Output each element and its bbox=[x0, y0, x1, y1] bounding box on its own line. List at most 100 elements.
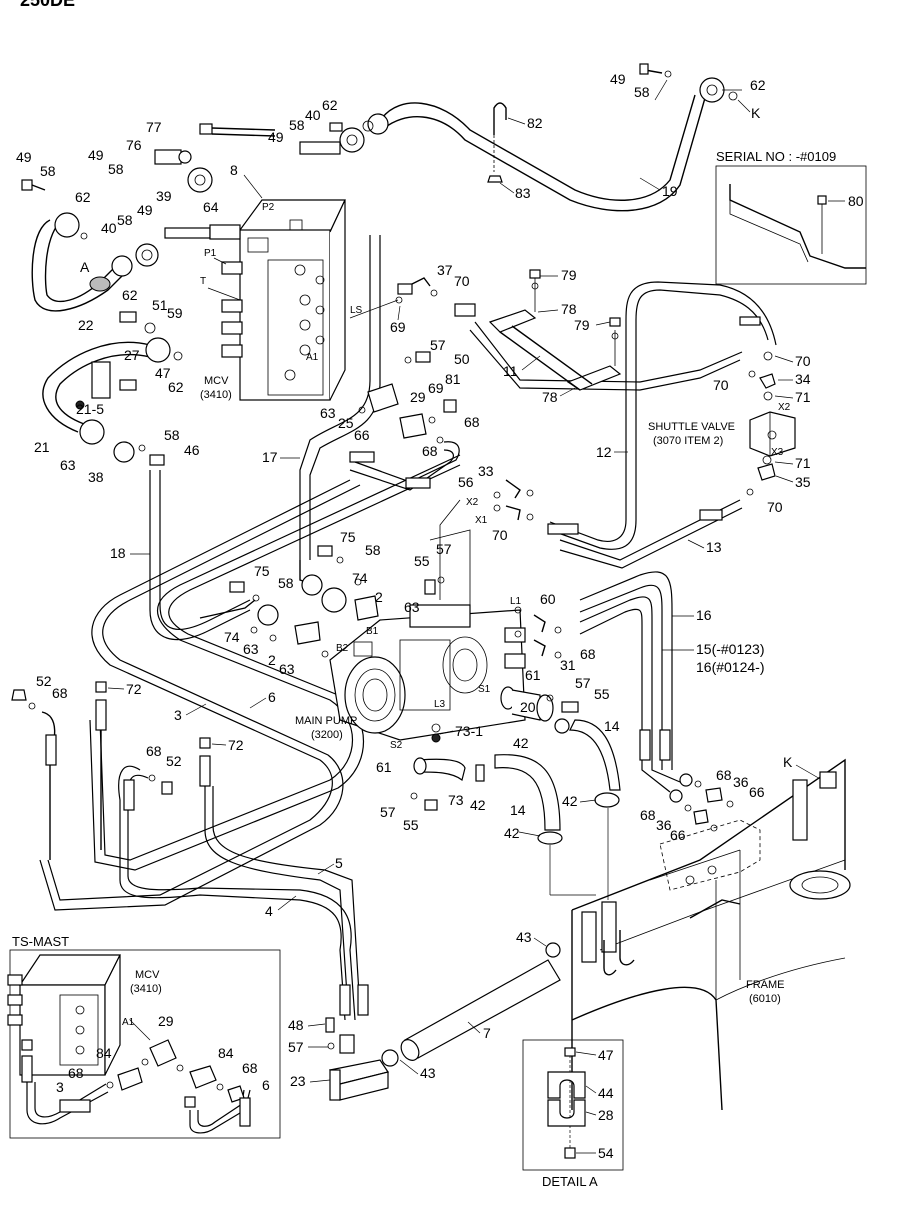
callout-58-d: 58 bbox=[117, 212, 133, 228]
callout-62-top: 62 bbox=[750, 77, 766, 93]
ts-callout-6: 6 bbox=[262, 1077, 270, 1093]
callout-46: 46 bbox=[184, 442, 200, 458]
callout-16-b: 16(#0124-) bbox=[696, 659, 765, 675]
callout-16-a: 16 bbox=[696, 607, 712, 623]
shuttle-port-x3: X3 bbox=[771, 447, 784, 458]
callout-68-g: 68 bbox=[464, 414, 480, 430]
pump-fittings bbox=[199, 479, 562, 659]
left-fittings bbox=[11, 681, 369, 1021]
callout-55-a: 55 bbox=[414, 553, 430, 569]
ts-mast-title: TS-MAST bbox=[12, 934, 69, 949]
callout-11: 11 bbox=[503, 363, 518, 379]
callout-77: 77 bbox=[146, 119, 162, 135]
callout-66-b: 66 bbox=[670, 827, 686, 843]
callout-58-a: 58 bbox=[40, 163, 56, 179]
callout-3: 3 bbox=[174, 707, 182, 723]
callout-50: 50 bbox=[454, 351, 470, 367]
detail-callout-47: 47 bbox=[598, 1047, 614, 1063]
pump-port-s1: S1 bbox=[478, 684, 491, 695]
mcv-name: MCV bbox=[204, 375, 229, 387]
callout-42-c: 42 bbox=[562, 793, 578, 809]
callout-k-frame: K bbox=[783, 754, 793, 770]
callout-23: 23 bbox=[290, 1073, 306, 1089]
callout-52-b: 52 bbox=[166, 753, 182, 769]
pipe-19 bbox=[367, 63, 738, 212]
shuttle-name: SHUTTLE VALVE bbox=[648, 421, 735, 433]
callout-42-d: 42 bbox=[504, 825, 520, 841]
ts-callout-3: 3 bbox=[56, 1079, 64, 1095]
ts-callout-68-a: 68 bbox=[68, 1065, 84, 1081]
callout-40-d: 40 bbox=[101, 220, 117, 236]
ts-mast-inset bbox=[7, 949, 281, 1139]
callout-78-b: 78 bbox=[542, 389, 558, 405]
callout-68-f: 68 bbox=[640, 807, 656, 823]
callout-27: 27 bbox=[124, 347, 140, 363]
callout-52-a: 52 bbox=[36, 673, 52, 689]
callout-38: 38 bbox=[88, 469, 104, 485]
callout-56: 56 bbox=[458, 474, 474, 490]
callout-69-b: 69 bbox=[428, 380, 444, 396]
callout-79-a: 79 bbox=[561, 267, 577, 283]
ts-mast-a1: A1 bbox=[122, 1017, 135, 1028]
callout-58-g: 58 bbox=[278, 575, 294, 591]
mcv-code: (3410) bbox=[200, 389, 232, 401]
callout-40-c: 40 bbox=[305, 107, 321, 123]
detail-callout-54: 54 bbox=[598, 1145, 614, 1161]
serial-part-callout: 80 bbox=[848, 193, 864, 209]
pump-code: (3200) bbox=[311, 729, 343, 741]
callout-39: 39 bbox=[156, 188, 172, 204]
callout-49-top: 49 bbox=[610, 71, 626, 87]
callout-64: 64 bbox=[203, 199, 219, 215]
callout-61-a: 61 bbox=[525, 667, 541, 683]
callout-49-d: 49 bbox=[137, 202, 153, 218]
mid-fittings bbox=[349, 351, 460, 491]
shuttle-code: (3070 ITEM 2) bbox=[653, 435, 723, 447]
callout-42-b: 42 bbox=[470, 797, 486, 813]
serial-title: SERIAL NO : -#0109 bbox=[716, 149, 836, 164]
callout-69-a: 69 bbox=[390, 319, 406, 335]
callout-14-b: 14 bbox=[510, 802, 526, 818]
callout-58-e: 58 bbox=[164, 427, 180, 443]
callout-62-a: 62 bbox=[75, 189, 91, 205]
ts-callout-84-a: 84 bbox=[96, 1045, 112, 1061]
callout-55-c: 55 bbox=[403, 817, 419, 833]
callout-70-a: 70 bbox=[454, 273, 470, 289]
bracket-11 bbox=[488, 269, 622, 391]
pump-port-s2: S2 bbox=[390, 740, 403, 751]
callout-4: 4 bbox=[265, 903, 273, 919]
mcv-port-p1: P1 bbox=[204, 248, 217, 259]
callout-73: 73 bbox=[448, 792, 464, 808]
callout-48: 48 bbox=[288, 1017, 304, 1033]
callout-21: 21 bbox=[34, 439, 50, 455]
callout-47-a: 47 bbox=[155, 365, 171, 381]
callout-68-c: 68 bbox=[422, 443, 438, 459]
mcv-port-t: T bbox=[200, 276, 206, 287]
callout-72-b: 72 bbox=[228, 737, 244, 753]
callout-17: 17 bbox=[262, 449, 278, 465]
callout-62-d: 62 bbox=[168, 379, 184, 395]
callout-57-f: 57 bbox=[288, 1039, 304, 1055]
callout-49-c: 49 bbox=[268, 129, 284, 145]
callout-51: 51 bbox=[152, 297, 168, 313]
mcv-block bbox=[221, 199, 346, 401]
frame-name: FRAME bbox=[746, 979, 785, 991]
callout-68-b: 68 bbox=[146, 743, 162, 759]
callout-43-b: 43 bbox=[516, 929, 532, 945]
mcv-port-a1: A1 bbox=[306, 352, 319, 363]
pump-port-l3: L3 bbox=[434, 699, 446, 710]
detail-a-title: DETAIL A bbox=[542, 1174, 598, 1189]
callout-7: 7 bbox=[483, 1025, 491, 1041]
callout-66-c: 66 bbox=[354, 427, 370, 443]
callout-63-e: 63 bbox=[404, 599, 420, 615]
pipe-22 bbox=[21, 179, 133, 312]
callout-5: 5 bbox=[335, 855, 343, 871]
pump-port-l1: L1 bbox=[510, 596, 522, 607]
detail-a-box bbox=[522, 1039, 624, 1171]
callout-18: 18 bbox=[110, 545, 126, 561]
callout-2-a: 2 bbox=[375, 589, 383, 605]
callout-2-b: 2 bbox=[268, 652, 276, 668]
callout-62-c: 62 bbox=[322, 97, 338, 113]
callout-70-e: 70 bbox=[492, 527, 508, 543]
callout-57-b: 57 bbox=[575, 675, 591, 691]
callout-55-b: 55 bbox=[594, 686, 610, 702]
